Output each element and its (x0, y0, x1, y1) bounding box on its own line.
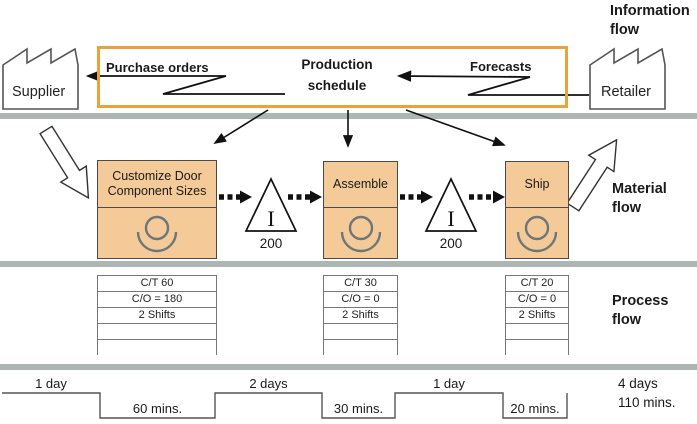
process-time-label: 30 mins. (333, 401, 384, 416)
inbound-material-arrow (39, 125, 90, 200)
inventory-symbol: I (267, 206, 274, 231)
process-time-label: 20 mins. (510, 401, 560, 416)
process-box-assemble: Assemble (323, 161, 398, 259)
lead-time-label: 2 days (249, 376, 288, 391)
purchase-orders-label: Purchase orders (106, 60, 209, 75)
inventory-quantity: 200 (439, 236, 463, 251)
process-box-ship: Ship (505, 161, 569, 259)
empty-row (98, 324, 216, 340)
lead-time-label: 1 day (35, 376, 67, 391)
operator-icon (516, 215, 558, 253)
cycle-time: C/T 20 (506, 276, 568, 292)
process-flow-label: Process flow (612, 293, 669, 328)
divider-material-process (0, 261, 697, 267)
inventory-triangle-icon: I (424, 177, 478, 232)
information-flow-label: Information flow (610, 3, 690, 38)
production-schedule-label: Production schedule (301, 57, 373, 93)
lead-time-label: 1 day (433, 376, 465, 391)
divider-information-material (0, 113, 697, 119)
shifts: 2 Shifts (324, 308, 397, 324)
operator-icon (136, 215, 178, 253)
retailer-factory-icon (589, 47, 666, 110)
process-time-label: 60 mins. (132, 401, 183, 416)
process-box-customize: Customize Door Component Sizes (97, 160, 217, 259)
empty-row (98, 340, 216, 355)
cycle-time: C/T 30 (324, 276, 397, 292)
empty-row (324, 324, 397, 340)
shifts: 2 Shifts (98, 308, 216, 324)
operator-icon (340, 215, 381, 253)
process-name: Assemble (324, 162, 397, 208)
timeline-step-line (2, 392, 568, 419)
empty-row (324, 340, 397, 355)
inventory-quantity: 200 (259, 236, 283, 251)
changeover-time: C/O = 0 (324, 292, 397, 308)
total-lead-time: 4 days (618, 376, 658, 391)
cycle-time: C/T 60 (98, 276, 216, 292)
inventory-symbol: I (447, 206, 454, 231)
inventory-triangle-icon: I (244, 177, 298, 232)
empty-row (506, 340, 568, 355)
changeover-time: C/O = 180 (98, 292, 216, 308)
forecasts-label: Forecasts (470, 59, 532, 74)
supplier-factory-icon (2, 47, 79, 110)
process-data-table-ship: C/T 20 C/O = 0 2 Shifts (505, 275, 569, 355)
changeover-time: C/O = 0 (506, 292, 568, 308)
supplier-label: Supplier (12, 84, 66, 100)
process-data-table-customize: C/T 60 C/O = 180 2 Shifts (97, 275, 217, 355)
process-name: Customize Door Component Sizes (98, 161, 216, 208)
process-data-table-assemble: C/T 30 C/O = 0 2 Shifts (323, 275, 398, 355)
total-process-time: 110 mins. (618, 395, 676, 410)
divider-process-timeline (0, 364, 697, 370)
timeline-totals: 4 days 110 mins. (618, 374, 676, 412)
empty-row (506, 324, 568, 340)
material-flow-label: Material flow (612, 181, 667, 216)
retailer-label: Retailer (601, 84, 651, 100)
process-name: Ship (506, 162, 568, 208)
shifts: 2 Shifts (506, 308, 568, 324)
